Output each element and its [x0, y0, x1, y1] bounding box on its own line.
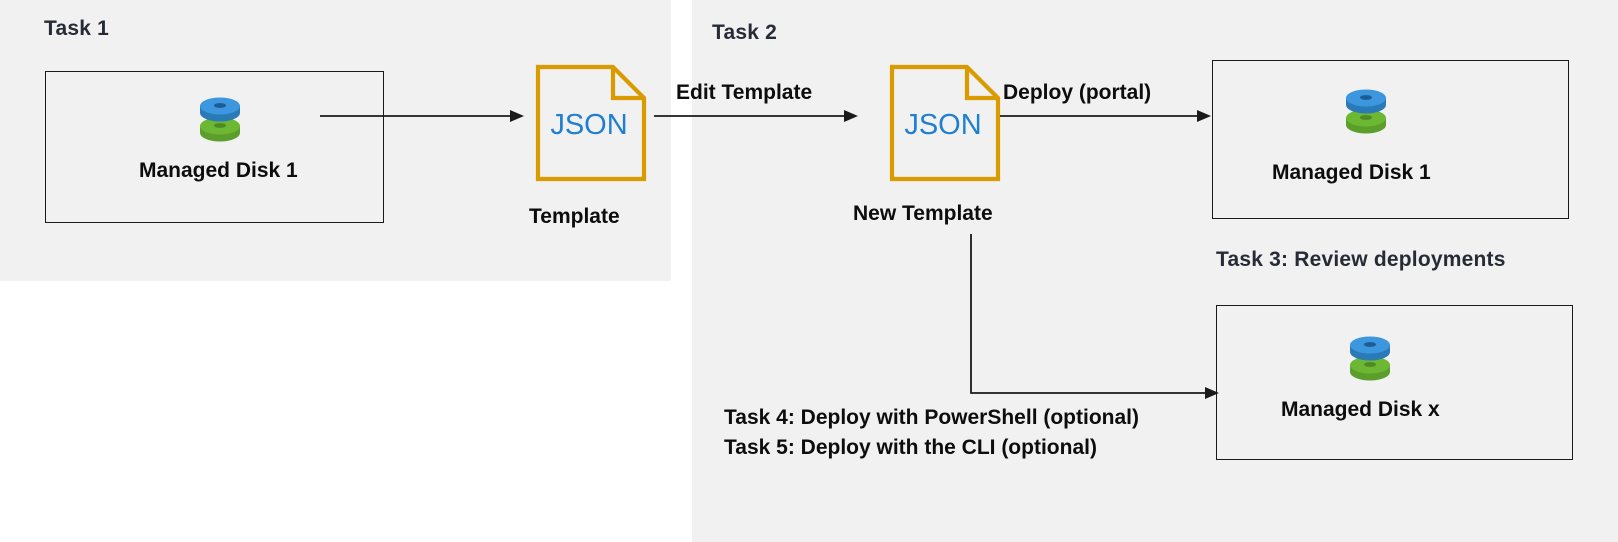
json-new-template-icon: JSON	[889, 64, 1001, 182]
managed-disk-icon	[190, 91, 250, 147]
json-template-icon: JSON	[535, 64, 647, 182]
task5-label: Task 5: Deploy with the CLI (optional)	[724, 436, 1097, 459]
task1-managed-disk-box	[45, 71, 384, 223]
managed-disk-icon	[1340, 330, 1400, 386]
task1-managed-disk-label: Managed Disk 1	[139, 159, 298, 182]
task2-heading: Task 2	[712, 21, 778, 44]
task3-managed-disk-label: Managed Disk 1	[1272, 161, 1431, 184]
arrow-right-icon	[320, 108, 525, 124]
task1-panel	[0, 0, 671, 281]
task4-label: Task 4: Deploy with PowerShell (optional…	[724, 406, 1139, 429]
edit-template-label: Edit Template	[676, 81, 813, 104]
arrow-right-icon	[654, 108, 859, 124]
managed-disk-icon	[1336, 83, 1396, 139]
task1-heading: Task 1	[44, 17, 110, 40]
task2-panel	[692, 0, 1618, 542]
template-caption: Template	[529, 205, 620, 228]
svg-text:JSON: JSON	[904, 109, 981, 141]
deploy-portal-label: Deploy (portal)	[1003, 81, 1152, 104]
elbow-arrow-icon	[965, 234, 1221, 406]
arrow-right-icon	[1000, 108, 1212, 124]
managed-disk-x-label: Managed Disk x	[1281, 398, 1440, 421]
task3-heading: Task 3: Review deployments	[1216, 248, 1506, 271]
svg-text:JSON: JSON	[550, 109, 627, 141]
optional-tasks-notes: Task 4: Deploy with PowerShell (optional…	[724, 403, 1139, 463]
task3-managed-disk-box	[1212, 60, 1569, 219]
new-template-caption: New Template	[853, 202, 993, 225]
managed-disk-x-box	[1216, 305, 1573, 460]
